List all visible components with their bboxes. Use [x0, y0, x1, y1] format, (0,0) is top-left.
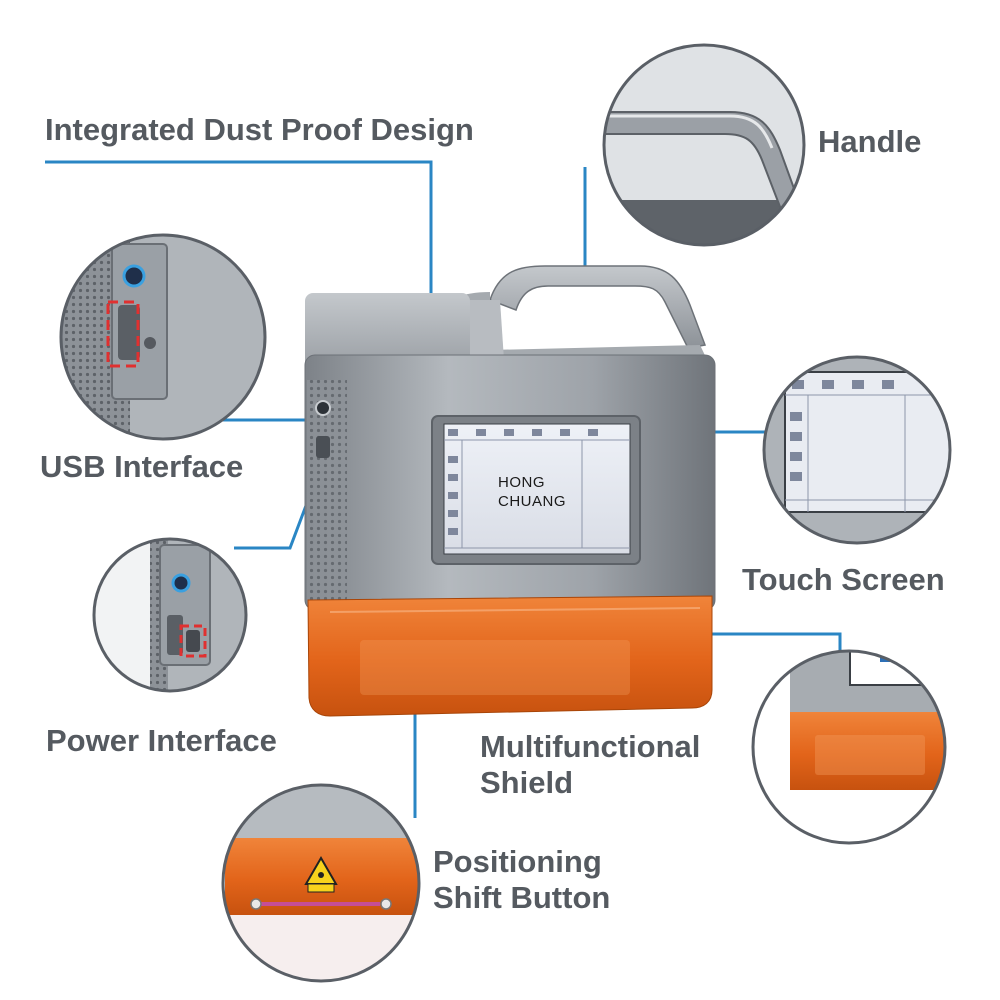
screen-brand: HONG CHUANG	[498, 473, 566, 511]
shift-label-line2: Shift Button	[433, 880, 611, 915]
shift-label-line1: Positioning	[433, 844, 602, 879]
power-interface-label: Power Interface	[46, 723, 277, 758]
handle-zoom	[602, 43, 806, 247]
touch-screen	[443, 423, 631, 555]
power-port	[186, 630, 200, 652]
screen-brand-line1: HONG	[498, 474, 545, 491]
usb-zoom	[59, 233, 267, 441]
screen-brand-line2: CHUANG	[498, 493, 567, 510]
shield-label-line1: Multifunctional	[480, 729, 701, 764]
power-button-icon	[122, 264, 146, 288]
orange-shield	[307, 595, 713, 717]
shield-label: Multifunctional Shield	[480, 729, 700, 801]
shield-zoom	[751, 649, 947, 845]
right-shift-button	[380, 898, 392, 910]
touch-screen-zoom	[762, 355, 952, 545]
dust-proof-callout-line	[45, 160, 433, 302]
left-shift-button	[250, 898, 262, 910]
usb-port	[118, 305, 140, 360]
handle	[489, 265, 707, 349]
side-usb-port	[316, 436, 330, 458]
shift-button-label: Positioning Shift Button	[433, 844, 610, 916]
usb-interface-label: USB Interface	[40, 449, 244, 484]
dust-proof-label: Integrated Dust Proof Design	[45, 112, 474, 147]
touch-screen-label: Touch Screen	[742, 562, 945, 597]
handle-label: Handle	[818, 124, 922, 159]
laser-marker-device	[304, 265, 716, 717]
power-zoom	[92, 537, 248, 693]
shift-button-zoom	[221, 783, 421, 983]
shield-label-line2: Shield	[480, 765, 574, 800]
side-power-button	[315, 400, 331, 416]
